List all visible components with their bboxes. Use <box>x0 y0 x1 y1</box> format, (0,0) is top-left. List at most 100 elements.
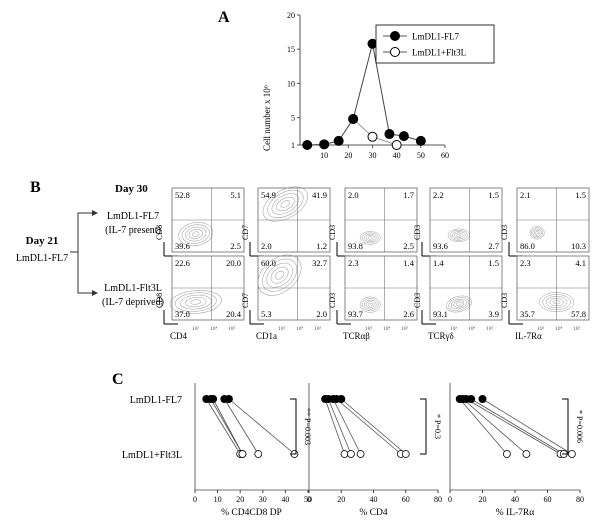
contour-line <box>174 292 217 312</box>
quadrant-percentage: 10.3 <box>571 241 586 251</box>
panel-a-data-point <box>302 140 313 150</box>
quadrant-percentage: 20.0 <box>226 258 241 268</box>
x-axis-tick-label: 10⁵ <box>228 326 236 332</box>
panel-c-row-label-fl7: LmDL1-FL7 <box>130 395 182 406</box>
quadrant-percentage: 5.1 <box>230 190 241 200</box>
panel-a-data-point <box>333 135 344 146</box>
quadrant-percentage: 22.6 <box>175 258 190 268</box>
p-value-label: * P=0.006 <box>575 410 584 443</box>
quadrant-percentage: 93.1 <box>433 309 448 319</box>
x-axis-tick-label: 10³ <box>192 326 200 332</box>
y-axis-marker-label: CD7 <box>241 293 250 308</box>
legend-marker <box>390 31 400 41</box>
row1-label-line2: (IL-7 present) <box>105 225 161 236</box>
contour-line <box>365 301 375 308</box>
x-axis-tick-label: 10³ <box>450 326 458 332</box>
significance-bracket <box>562 398 569 455</box>
contour-line <box>192 231 200 237</box>
flt3l-point <box>567 450 576 458</box>
contour-line <box>448 297 470 311</box>
panel-c-x-tick-label: 30 <box>259 495 267 504</box>
panel-c-row-label-flt3l: LmDL1+Flt3L <box>122 450 182 461</box>
quadrant-percentage: 2.3 <box>520 258 531 268</box>
quadrant-percentage: 93.8 <box>348 241 363 251</box>
contour-line <box>535 231 539 235</box>
arrowhead-bottom <box>92 290 98 296</box>
row2-label-line1: LmDL1-Flt3L <box>104 283 162 294</box>
fl7-point <box>224 395 233 403</box>
contour-line <box>185 297 207 308</box>
pair-connector <box>459 398 508 455</box>
pair-connector <box>462 398 527 455</box>
panel-c-x-tick-label: 0 <box>307 495 311 504</box>
contour-line <box>185 226 207 242</box>
legend-label: LmDL1-FL7 <box>412 32 459 42</box>
panel-a-y-tick-label: 15 <box>287 45 295 54</box>
quadrant-percentage: 2.2 <box>433 190 444 200</box>
pair-connector <box>327 398 352 455</box>
contour-line <box>365 235 375 241</box>
contour-line <box>275 270 285 280</box>
fl7-point <box>478 395 487 403</box>
y-axis-marker-label: CD8 <box>155 293 164 308</box>
pair-connector <box>466 398 561 455</box>
contour-line <box>188 229 203 240</box>
panel-c-x-tick-label: 50 <box>304 495 312 504</box>
x-axis-marker-label: IL-7Rα <box>515 331 542 341</box>
contour-line <box>449 229 468 241</box>
panel-c-x-tick-label: 80 <box>434 495 442 504</box>
pair-connector <box>332 398 361 455</box>
contour-line <box>180 294 212 310</box>
panel-c-x-tick-label: 10 <box>214 495 222 504</box>
panel-c-x-tick-label: 20 <box>479 495 487 504</box>
panel-a-y-tick-label: 20 <box>287 11 295 20</box>
quadrant-percentage: 86.0 <box>520 241 535 251</box>
quadrant-percentage: 2.1 <box>520 190 531 200</box>
flt3l-point <box>502 450 511 458</box>
p-value-label: ** P=0.003 <box>303 408 312 445</box>
contour-line <box>456 302 462 306</box>
quadrant-percentage: 41.9 <box>312 190 327 200</box>
contour-line <box>271 193 300 215</box>
flt3l-point <box>347 450 355 458</box>
quadrant-percentage: 2.0 <box>261 241 272 251</box>
quadrant-percentage: 2.5 <box>403 241 414 251</box>
quadrant-percentage: 93.7 <box>348 309 363 319</box>
flt3l-point <box>238 450 247 458</box>
quadrant-percentage: 39.6 <box>175 241 190 251</box>
quadrant-percentage: 35.7 <box>520 309 535 319</box>
quadrant-percentage: 60.0 <box>261 258 276 268</box>
x-axis-marker-label: TCRαβ <box>343 331 370 341</box>
day30-label: Day 30 <box>115 183 148 195</box>
panel-a-data-point <box>415 135 426 146</box>
panel-c-x-tick-label: 80 <box>576 495 584 504</box>
quadrant-percentage: 1.5 <box>488 190 499 200</box>
fl7-point <box>209 395 218 403</box>
pair-connector <box>212 398 243 455</box>
panel-a-y-axis-label: Cell number x 10⁶ <box>262 85 272 151</box>
arrowhead-top <box>92 210 98 216</box>
contour-line <box>363 233 377 243</box>
contour-line <box>367 236 373 240</box>
flt3l-point <box>254 450 263 458</box>
significance-bracket <box>420 398 427 455</box>
quadrant-percentage: 1.4 <box>433 258 444 268</box>
quadrant-percentage: 1.4 <box>403 258 414 268</box>
contour-line <box>361 298 379 312</box>
quadrant-percentage: 57.8 <box>571 309 586 319</box>
contour-line <box>361 232 379 244</box>
contour-line <box>178 222 214 247</box>
x-axis-tick-label: 10⁴ <box>210 326 218 332</box>
quadrant-percentage: 2.0 <box>316 309 327 319</box>
y-axis-marker-label: CD3 <box>500 293 509 308</box>
x-axis-tick-label: 10⁵ <box>401 326 409 332</box>
quadrant-percentage: 1.5 <box>488 258 499 268</box>
x-axis-tick-label: 10⁵ <box>314 326 322 332</box>
